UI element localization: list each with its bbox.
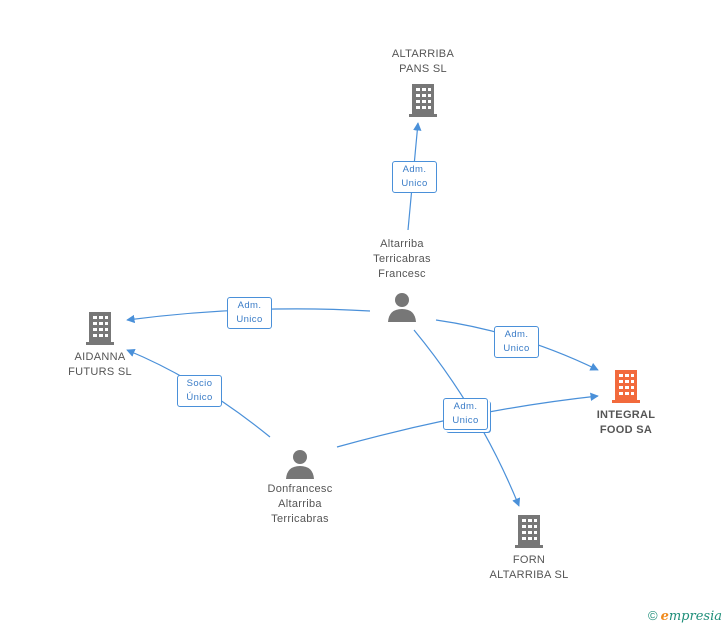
- badge-line: Adm.: [237, 300, 262, 311]
- badge-line: Adm.: [402, 164, 427, 175]
- node-donfrancesc-altarriba-terricabras[interactable]: Donfrancesc Altarriba Terricabras: [250, 448, 350, 527]
- badge-line: Unico: [401, 178, 428, 189]
- node-label-line: FUTURS SL: [68, 366, 132, 378]
- edge-label-badge[interactable]: Adm. Unico: [494, 326, 539, 358]
- building-icon: [612, 370, 640, 403]
- badge-line: Unico: [503, 343, 530, 354]
- edge-label-badge[interactable]: Adm. Unico: [443, 398, 488, 430]
- edge-label-badge[interactable]: Adm. Unico: [392, 161, 437, 193]
- node-label-line: Donfrancesc: [267, 483, 333, 495]
- node-altarriba-terricabras-francesc[interactable]: Altarriba Terricabras Francesc: [352, 237, 452, 323]
- node-label-line: PANS SL: [399, 63, 447, 75]
- badge-line: Unico: [452, 415, 479, 426]
- node-label-line: Terricabras: [271, 513, 329, 525]
- badge-line: Adm.: [504, 329, 529, 340]
- badge-line: Socio: [186, 378, 213, 389]
- node-label-line: Terricabras: [373, 253, 431, 265]
- badge-line: Único: [186, 392, 213, 403]
- badge-line: Adm.: [453, 401, 478, 412]
- node-label-line: ALTARRIBA SL: [489, 569, 569, 581]
- empresia-watermark: ©empresia: [648, 608, 722, 624]
- building-icon: [409, 84, 437, 117]
- node-label-line: AIDANNA: [74, 351, 126, 363]
- brand-initial: e: [660, 609, 669, 624]
- node-aidanna-futurs[interactable]: AIDANNA FUTURS SL: [50, 310, 150, 380]
- copyright-symbol: ©: [647, 608, 658, 623]
- node-label-line: Altarriba: [278, 498, 322, 510]
- badge-line: Unico: [236, 314, 263, 325]
- node-label-line: Altarriba: [380, 238, 424, 250]
- building-icon: [86, 312, 114, 345]
- person-icon: [286, 450, 314, 479]
- building-icon: [515, 515, 543, 548]
- brand-name: mpresia: [668, 609, 722, 624]
- node-altarriba-pans[interactable]: ALTARRIBA PANS SL: [373, 47, 473, 118]
- node-label-line: Francesc: [378, 268, 426, 280]
- node-label-line: INTEGRAL: [596, 409, 656, 421]
- edge-label-badge[interactable]: Adm. Unico: [227, 297, 272, 329]
- person-icon: [388, 293, 416, 322]
- edge-label-badge[interactable]: Socio Único: [177, 375, 222, 407]
- node-forn-altarriba[interactable]: FORN ALTARRIBA SL: [479, 513, 579, 583]
- node-label-line: FORN: [512, 554, 546, 566]
- node-label-line: FOOD SA: [599, 424, 653, 436]
- node-integral-food[interactable]: INTEGRAL FOOD SA: [576, 368, 676, 438]
- node-label-line: ALTARRIBA: [391, 48, 455, 60]
